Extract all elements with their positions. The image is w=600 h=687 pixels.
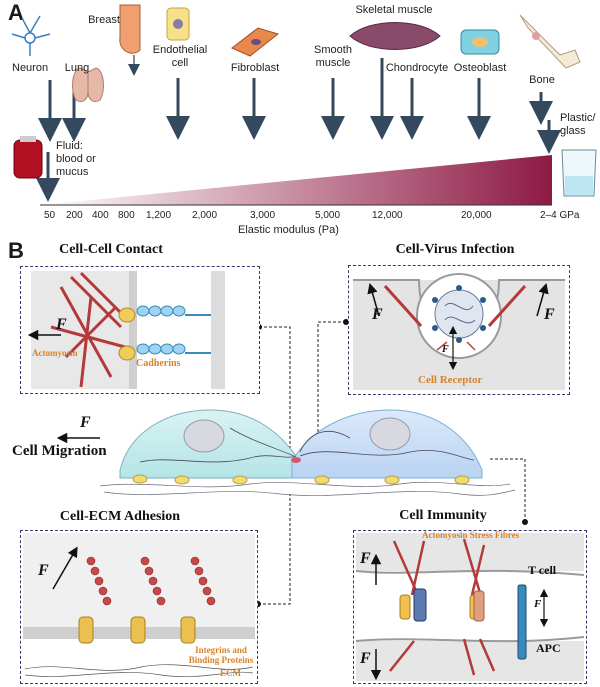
ecm-box [20, 530, 258, 684]
tick-label: 5,000 [315, 210, 341, 221]
cell-migration-label: Cell Migration [12, 443, 107, 459]
immunity-force-bottom: F [360, 650, 371, 667]
tick-label: 50 [44, 210, 56, 221]
label-smooth-muscle: Smooth muscle [314, 44, 352, 69]
skeletal-muscle-icon [349, 22, 441, 50]
stiffness-gradient-wedge [40, 155, 552, 205]
ecm-title: Cell-ECM Adhesion [59, 509, 181, 524]
tick-label: 2,000 [192, 210, 218, 221]
panel-b-letter: B [8, 238, 24, 263]
immunity-box [353, 530, 587, 684]
cell-contact-title: Cell-Cell Contact [59, 242, 163, 257]
apc-label: APC [536, 641, 561, 655]
cadherins-label: Cadherins [136, 358, 181, 369]
cell-contact-illustration [27, 271, 225, 389]
virus-force-small: F [442, 344, 449, 355]
tick-label: 200 [66, 210, 83, 221]
t-cell-label: T cell [528, 563, 557, 577]
panel-a-letter: A [8, 0, 24, 25]
tick-label: 12,000 [372, 210, 403, 221]
cell-contact-box [20, 266, 260, 394]
label-bone: Bone [529, 74, 555, 86]
label-breast: Breast [88, 14, 120, 26]
virus-box [348, 265, 570, 395]
fibroblast-icon [231, 27, 280, 57]
virus-title: Cell-Virus Infection [395, 242, 515, 257]
immunity-force-top: F [360, 550, 371, 567]
immunity-title: Cell Immunity [399, 508, 487, 523]
virus-illustration [353, 273, 565, 390]
blood-bag-icon [13, 136, 43, 179]
ecm-force: F [38, 562, 49, 579]
label-neuron: Neuron [12, 62, 49, 74]
migration-force: F [80, 414, 91, 431]
bone-icon [519, 14, 581, 69]
breast-icon [119, 4, 141, 54]
label-plastic-glass: Plastic/ glass [560, 112, 596, 137]
label-fluid: Fluid: blood or mucus [56, 140, 96, 178]
tick-label: 400 [92, 210, 109, 221]
label-lung: Lung [64, 62, 90, 74]
cell-receptor-label: Cell Receptor [418, 374, 483, 386]
lung-icon [72, 67, 104, 103]
ecm-label: ECM [220, 668, 241, 678]
tick-label: 800 [118, 210, 135, 221]
tick-label: 2–4 GPa [540, 210, 580, 221]
endothelial-cell-icon [166, 7, 190, 41]
integrins-label: Integrins and Binding Proteins [188, 645, 254, 665]
label-osteoblast: Osteoblast [453, 62, 507, 74]
immunity-illustration [355, 533, 585, 681]
ecm-illustration [23, 533, 255, 678]
axis-label: Elastic modulus (Pa) [238, 224, 339, 236]
glass-beaker-icon [561, 149, 597, 197]
actomyosin-label: Actomyosin [32, 348, 78, 358]
label-fibroblast: Fibroblast [230, 62, 280, 74]
tick-label: 20,000 [461, 210, 492, 221]
tick-label: 3,000 [250, 210, 276, 221]
label-skeletal-muscle: Skeletal muscle [355, 4, 433, 16]
label-endothelial: Endothelial cell [152, 44, 208, 69]
osteoblast-icon [460, 29, 500, 55]
tick-label: 1,200 [146, 210, 172, 221]
immunity-force-mid: F [534, 598, 542, 610]
label-chondrocyte: Chondrocyte [385, 62, 449, 74]
neuron-icon [11, 15, 51, 56]
cell-contact-force: F [56, 316, 67, 333]
virus-force-right: F [544, 306, 555, 323]
virus-force-left: F [372, 306, 383, 323]
stress-fibres-label: Actomyosin Stress Fibres [422, 530, 520, 540]
